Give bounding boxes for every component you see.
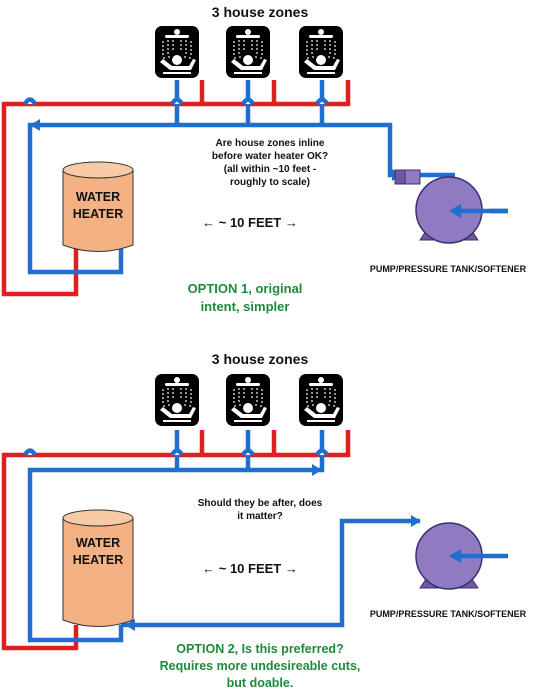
heater-label-line: HEATER	[72, 207, 124, 221]
pump-icon	[415, 522, 508, 590]
option-label-line: OPTION 1, original	[187, 281, 303, 296]
shower-icon	[155, 374, 199, 426]
option-label: OPTION 2, Is this preferred? Requires mo…	[130, 641, 390, 692]
option2-pipes	[1, 430, 421, 651]
heater-label-line: WATER	[75, 536, 121, 550]
question-line: roughly to scale)	[229, 177, 310, 188]
distance-label: ← ~ 10 FEET →	[202, 215, 298, 230]
question-line: Are house zones inline	[215, 138, 325, 149]
zones-title: 3 house zones	[211, 4, 309, 20]
option-label-line: intent, simpler	[200, 299, 290, 314]
question-text: Are house zones inline before water heat…	[170, 137, 370, 189]
option-label-line: but doable.	[226, 676, 294, 690]
question-line: before water heater OK?	[211, 151, 329, 162]
shower-icon	[155, 26, 199, 78]
shower-icon	[299, 374, 343, 426]
question-line: Should they be after, does	[197, 498, 323, 509]
shower-icon	[226, 374, 270, 426]
water-heater-tank	[62, 509, 134, 627]
question-line: it matter?	[237, 511, 283, 522]
heater-label: WATER HEATER	[63, 535, 133, 569]
pump-label: PUMP/PRESSURE TANK/SOFTENER	[369, 609, 527, 619]
option-label-line: Requires more undesireable cuts,	[159, 659, 361, 673]
pump-label: PUMP/PRESSURE TANK/SOFTENER	[369, 264, 527, 274]
option-label-line: OPTION 2, Is this preferred?	[176, 642, 344, 656]
distance-label: ← ~ 10 FEET →	[202, 561, 298, 576]
option1-pipes	[1, 80, 508, 297]
heater-label: WATER HEATER	[63, 189, 133, 223]
pump-icon	[394, 169, 508, 244]
water-heater-tank	[62, 161, 134, 252]
question-line: (all within ~10 feet -	[223, 164, 317, 175]
option-label: OPTION 1, original intent, simpler	[155, 280, 335, 316]
zones-title: 3 house zones	[211, 351, 309, 367]
shower-icon	[226, 26, 270, 78]
heater-label-line: WATER	[75, 190, 121, 204]
question-text: Should they be after, does it matter?	[165, 497, 355, 523]
shower-icon	[299, 26, 343, 78]
heater-label-line: HEATER	[72, 553, 124, 567]
